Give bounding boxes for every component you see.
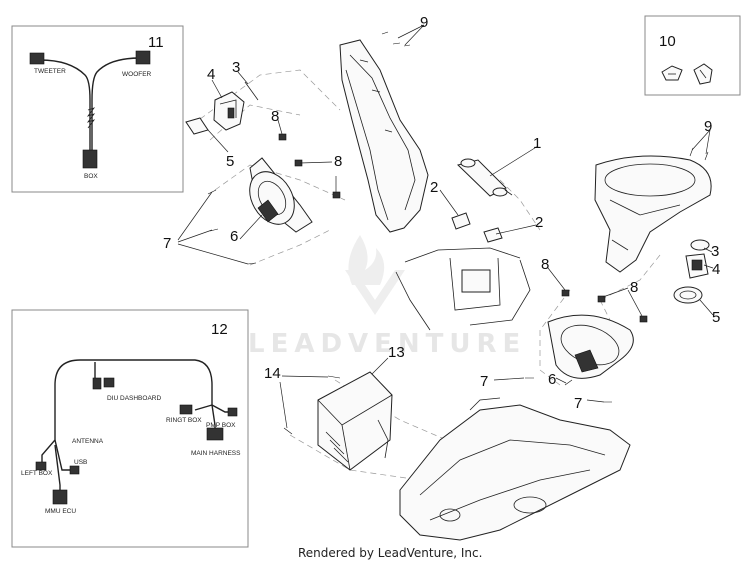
clip-part-5-left <box>185 117 209 135</box>
callout-9-top: 9 <box>420 14 428 31</box>
callout-4-left: 4 <box>207 66 215 83</box>
inset-box-12 <box>11 309 249 548</box>
ringt-box-label: RINGT BOX <box>166 417 202 424</box>
flame-logo-icon <box>348 235 385 285</box>
usb-connector-icon <box>69 465 80 475</box>
callout-3-left: 3 <box>232 59 240 76</box>
main-harness-label: MAIN HARNESS <box>191 450 241 457</box>
callout-3-right: 3 <box>711 243 719 260</box>
callout-5-left: 5 <box>226 153 234 170</box>
callout-7-right-a: 7 <box>480 373 488 390</box>
woofer-connector-icon <box>135 50 151 65</box>
callout-5-right: 5 <box>712 309 720 326</box>
callout-leaders <box>177 24 714 429</box>
left-box-label: LEFT BOX <box>21 470 53 477</box>
callout-9-right: 9 <box>704 118 712 135</box>
antenna-label: ANTENNA <box>72 438 104 445</box>
callout-13: 13 <box>388 344 405 361</box>
callout-8-right-left: 8 <box>541 256 549 273</box>
left-box-connector-icon <box>35 461 47 471</box>
callout-10: 10 <box>659 33 676 50</box>
callout-1: 1 <box>533 135 541 152</box>
clip-part-5-right <box>673 286 703 304</box>
callout-11: 11 <box>148 34 164 51</box>
callout-2-upper: 2 <box>430 179 438 196</box>
callout-4-right: 4 <box>712 261 720 278</box>
ringt-box-connector-icon <box>179 404 193 415</box>
grommet-part-2-lower <box>483 227 503 243</box>
footer-credit: Rendered by LeadVenture, Inc. <box>298 546 482 560</box>
callout-8-left-lower: 8 <box>334 153 342 170</box>
callout-6-left: 6 <box>230 228 238 245</box>
callout-8-right-right: 8 <box>630 279 638 296</box>
speaker-housing-right <box>594 155 712 273</box>
leadventure-watermark: LEADVENTURE <box>248 235 526 359</box>
center-frame-bracket <box>395 247 531 331</box>
part-1-cylinder <box>457 158 513 197</box>
callout-7-left: 7 <box>163 235 171 252</box>
callout-2-lower: 2 <box>535 214 543 231</box>
pmp-connector-icon <box>227 407 238 417</box>
diu-dashboard-connector-icon <box>92 377 102 390</box>
callout-6-right: 6 <box>548 371 556 388</box>
callout-14: 14 <box>264 365 281 382</box>
callout-8-left-upper: 8 <box>271 108 279 125</box>
main-wire-harness: DIU DASHBOARD RINGT BOX PMP BOX MAIN HAR… <box>21 359 241 515</box>
pin-part-3-left <box>244 81 259 101</box>
woofer-label: WOOFER <box>122 71 152 78</box>
box-connector-icon <box>82 149 98 169</box>
v-logo-icon <box>345 270 405 315</box>
lower-chassis-frame <box>399 397 631 541</box>
bracket-part-4-right <box>685 253 709 279</box>
speaker-part-6-left <box>249 157 313 233</box>
mmu-ecu-connector-icon <box>52 489 68 505</box>
speaker-harness: TWEETER WOOFER BOX <box>29 50 152 180</box>
diu-connector-2-icon <box>103 377 115 388</box>
fairing-shroud-left <box>339 39 429 233</box>
callout-12: 12 <box>211 321 228 338</box>
watermark-text: LEADVENTURE <box>248 329 526 359</box>
tweeter-connector-icon <box>29 52 45 65</box>
ring-part-3-right <box>690 239 710 251</box>
box-label: BOX <box>84 173 98 180</box>
clips-part <box>661 63 713 85</box>
pmp-box-connector-icon <box>206 427 224 441</box>
module-part-13 <box>317 371 393 471</box>
inset-box-10 <box>644 15 741 96</box>
callout-7-right-b: 7 <box>574 395 582 412</box>
bracket-part-4-left <box>213 91 245 131</box>
grommet-part-2-upper <box>451 212 471 230</box>
speaker-part-6-right <box>547 314 634 379</box>
mmu-ecu-label: MMU ECU <box>45 508 76 515</box>
usb-label: USB <box>74 459 87 466</box>
assembly-guide-lines <box>191 69 661 481</box>
tweeter-label: TWEETER <box>34 68 66 75</box>
inset-box-11 <box>11 25 184 193</box>
screws-and-nuts <box>207 31 709 435</box>
clip-icon <box>661 65 683 81</box>
diu-dashboard-label: DIU DASHBOARD <box>107 395 161 402</box>
pmp-box-label: PMP BOX <box>206 422 236 429</box>
